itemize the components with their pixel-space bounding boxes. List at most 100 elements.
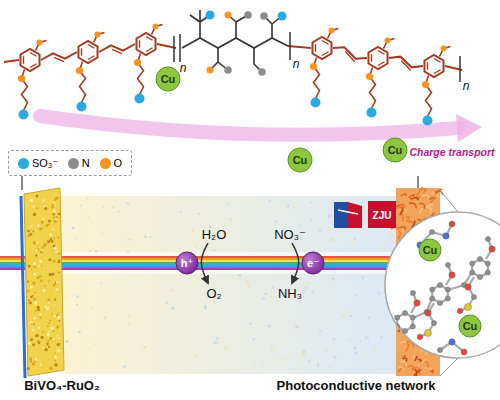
atom bbox=[457, 308, 463, 314]
film-grain bbox=[35, 195, 38, 198]
mesh-fiber bbox=[423, 189, 425, 193]
film-grain bbox=[52, 204, 55, 207]
electrolyte-speck bbox=[216, 337, 219, 340]
legend-text: SO₃⁻ bbox=[32, 157, 58, 170]
electrolyte-speck bbox=[104, 316, 107, 319]
reaction-arrow bbox=[292, 243, 299, 283]
film-grain bbox=[32, 282, 35, 285]
atom bbox=[464, 303, 471, 310]
double-bond bbox=[146, 48, 152, 52]
atom bbox=[395, 315, 400, 320]
film-grain bbox=[39, 316, 41, 318]
film-grain bbox=[55, 205, 57, 207]
chain-end bbox=[4, 60, 19, 62]
copper-ion: Cu bbox=[287, 147, 313, 173]
film-grain bbox=[35, 334, 38, 337]
film-grain bbox=[37, 242, 39, 244]
atom bbox=[425, 310, 431, 316]
mesh-fiber bbox=[431, 193, 438, 197]
electrolyte-speck bbox=[144, 236, 147, 239]
electrolyte-speck bbox=[303, 290, 305, 292]
film-grain bbox=[33, 317, 36, 320]
film-grain bbox=[33, 273, 36, 276]
electrolyte-speck bbox=[268, 325, 271, 328]
film-grain bbox=[53, 216, 55, 218]
mesh-fiber bbox=[398, 214, 403, 221]
film-grain bbox=[56, 216, 58, 218]
legend-text: N bbox=[82, 157, 90, 169]
film-grain bbox=[31, 269, 33, 271]
atom bbox=[424, 329, 431, 336]
electrolyte-speck bbox=[245, 280, 248, 283]
atom bbox=[429, 229, 434, 234]
bivo4-film bbox=[24, 188, 64, 376]
film-grain bbox=[46, 225, 48, 227]
node-label: Cu bbox=[423, 244, 438, 256]
film-grain bbox=[58, 261, 61, 264]
atom bbox=[449, 272, 455, 278]
mesh-fiber bbox=[420, 209, 423, 214]
film-grain bbox=[48, 223, 50, 225]
electrolyte-speck bbox=[341, 315, 344, 318]
double-bond bbox=[378, 62, 384, 66]
atom bbox=[402, 328, 407, 333]
atom bbox=[414, 300, 420, 306]
electrolyte-speck bbox=[355, 294, 357, 296]
copper-ion: Cu bbox=[418, 238, 442, 262]
film-grain bbox=[30, 233, 33, 236]
atom bbox=[437, 300, 442, 305]
film-grain bbox=[41, 249, 43, 251]
double-bond bbox=[427, 62, 428, 70]
film-grain bbox=[35, 358, 38, 361]
film-grain bbox=[51, 313, 53, 315]
mesh-fiber bbox=[402, 356, 405, 359]
inset-circle bbox=[385, 212, 500, 358]
film-grain bbox=[48, 220, 51, 223]
film-grain bbox=[51, 273, 54, 276]
electrolyte-speck bbox=[129, 238, 132, 241]
film-grain bbox=[52, 228, 54, 230]
oxygen-atom bbox=[153, 24, 159, 30]
electrolyte-speck bbox=[314, 245, 316, 247]
atom bbox=[410, 324, 415, 329]
electrolyte-speck bbox=[310, 201, 312, 203]
repeat-unit-index: n bbox=[463, 79, 470, 93]
chemical-species: O₂ bbox=[206, 286, 221, 301]
repeat-bracket bbox=[289, 32, 291, 60]
electrolyte-speck bbox=[79, 205, 81, 207]
carrier-circle bbox=[302, 252, 324, 274]
film-grain bbox=[42, 289, 45, 292]
film-grain bbox=[53, 330, 54, 331]
oxygen-atom bbox=[441, 46, 447, 52]
electrolyte-speck bbox=[78, 331, 81, 334]
double-bond bbox=[112, 49, 122, 53]
film-grain bbox=[55, 251, 57, 253]
mesh-fiber bbox=[398, 367, 403, 371]
electrolyte-speck bbox=[367, 316, 370, 319]
film-grain bbox=[48, 280, 50, 282]
electrolyte-speck bbox=[214, 341, 217, 344]
film-grain bbox=[34, 291, 36, 293]
electrolyte-speck bbox=[238, 274, 241, 277]
film-grain bbox=[54, 363, 57, 366]
electrolyte-speck bbox=[310, 219, 312, 221]
copper-circle bbox=[419, 239, 441, 261]
molecule bbox=[382, 221, 495, 368]
mesh-fiber bbox=[400, 208, 403, 215]
electrolyte-speck bbox=[86, 197, 89, 200]
film-grain bbox=[39, 260, 42, 263]
film-grain bbox=[48, 258, 51, 261]
electrolyte-speck bbox=[252, 338, 255, 341]
side-group bbox=[210, 48, 228, 70]
electrolyte-speck bbox=[65, 340, 68, 343]
electrolyte-speck bbox=[213, 300, 215, 302]
repeat-unit-index: n bbox=[180, 61, 187, 75]
electrolyte-speck bbox=[91, 307, 93, 309]
electrolyte-speck bbox=[76, 295, 79, 298]
film-grain bbox=[40, 336, 43, 339]
film-grain bbox=[28, 235, 30, 237]
film-grain bbox=[38, 265, 40, 267]
double-bond bbox=[378, 51, 384, 55]
atom bbox=[445, 262, 450, 267]
electrolyte-speck bbox=[303, 350, 306, 353]
